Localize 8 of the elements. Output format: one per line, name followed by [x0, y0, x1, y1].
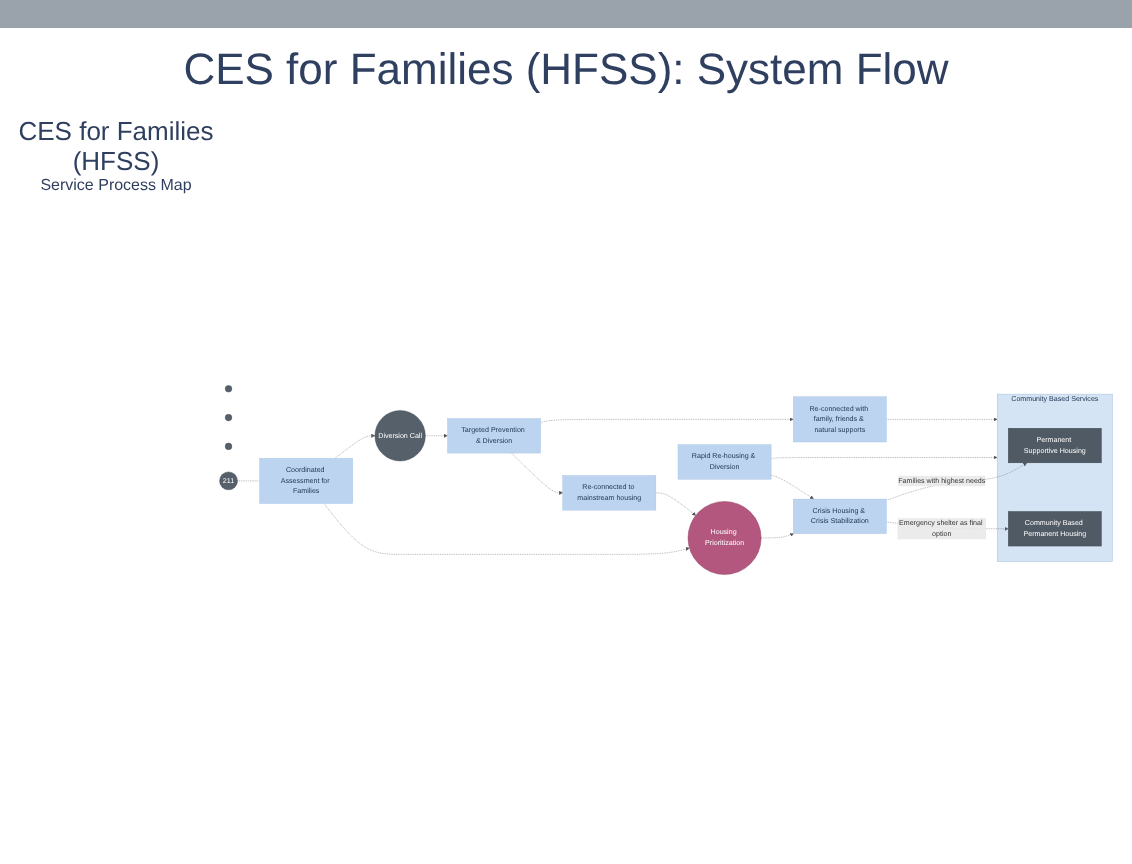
- heading-text: (HFSS): [72, 146, 160, 176]
- connector: [237, 480, 260, 482]
- node-circle: [225, 414, 233, 422]
- heading-text: CES for Families: [18, 116, 214, 146]
- node-circle: [225, 442, 233, 450]
- node-circle: [225, 385, 233, 393]
- title: CES for Families (HFSS): System Flow: [181, 44, 951, 96]
- subtitle-text: Service Process Map: [40, 176, 192, 194]
